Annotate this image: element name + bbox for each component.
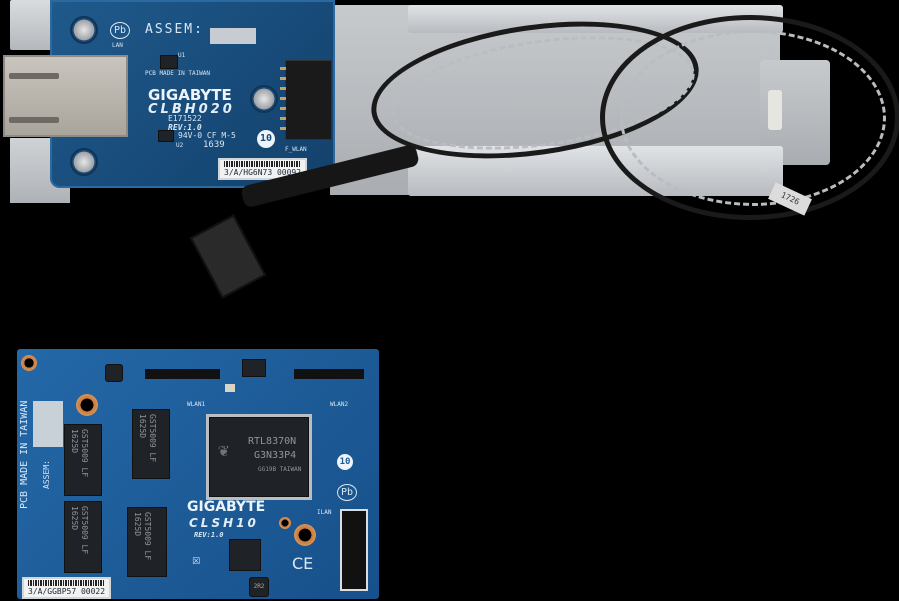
cable-tie — [768, 90, 782, 130]
u1-label: U1 — [178, 52, 186, 59]
f-wlan-pin-header — [280, 60, 332, 140]
bottom-pcb-clsh10: PCB MADE IN TAIWAN ASSEM: WLAN1 WLAN2 IL… — [17, 349, 379, 599]
recycle-badge: 10 — [257, 130, 275, 148]
ilan-pin-header[interactable] — [340, 509, 368, 591]
inductor-l2: 2R2 — [249, 577, 269, 597]
barcode-label: 3/A/HG6N73 00092 — [218, 158, 308, 180]
weee-icon: ☒ — [192, 552, 201, 568]
barcode-label: 3/A/GGBP57 00022 — [22, 577, 112, 599]
pb-free-mark: Pb — [337, 484, 358, 501]
brand-logo: GIGABYTE — [148, 86, 232, 104]
flammability-rating: 94V-0 CF M-5 — [178, 131, 236, 140]
model-name: CLBH020 — [148, 102, 235, 117]
chip-line2: G3N33P4 — [254, 450, 297, 461]
brand-logo: GIGABYTE — [187, 499, 266, 515]
model-name: CLSH10 — [189, 516, 259, 530]
transformer-u3: GST5009 LF 1625D — [64, 424, 102, 496]
chip-u1 — [242, 359, 266, 377]
switch-chip-rtl8370n: ❦ RTL8370N G3N33P4 GG19B TAIWAN — [209, 417, 309, 497]
realtek-logo: ❦ — [218, 440, 229, 461]
chip-u5 — [229, 539, 261, 571]
mounting-hole — [21, 355, 37, 371]
assem-label: ASSEM: — [42, 460, 51, 489]
transformer-u8: GST5009 LF 1625D — [127, 507, 167, 577]
cable-tag-text: 1726 — [779, 190, 801, 207]
mounting-hole — [76, 394, 98, 416]
recycle-badge: 10 — [337, 454, 353, 470]
pcb-made-text: PCB MADE IN TAIWAN — [145, 70, 211, 77]
transformer-u9: GST5009 LF 1625D — [132, 409, 170, 479]
rj45-lan-port[interactable] — [3, 55, 128, 137]
cable-loop-right-twisted — [620, 30, 886, 206]
mounting-hole — [294, 524, 316, 546]
wlan2-pin-header — [294, 369, 364, 379]
revision: REV:1.0 — [194, 531, 224, 539]
cable-connector[interactable] — [189, 214, 267, 299]
inductor-mark: 2R2 — [253, 583, 265, 590]
date-code: 1639 — [203, 140, 225, 150]
u2-label: U2 — [176, 142, 184, 149]
f-wlan-label: F_WLAN — [285, 146, 307, 153]
barcode-text: 3/A/HG6N73 00092 — [224, 168, 302, 177]
inductor-l3 — [105, 364, 123, 382]
assem-sticker — [210, 28, 256, 44]
assem-label: ASSEM: — [145, 22, 204, 37]
pb-free-mark: Pb — [110, 22, 131, 39]
wlan1-label: WLAN1 — [187, 401, 206, 408]
chip-u1 — [160, 55, 178, 69]
screw-icon — [70, 148, 98, 176]
screw-icon — [70, 16, 98, 44]
transformer-u11: GST5009 LF 1625D — [64, 501, 102, 573]
cable-loop-right — [600, 15, 899, 220]
cert-number: E171522 — [168, 114, 202, 123]
lan-label: LAN — [112, 42, 123, 49]
revision: REV:1.0 — [168, 123, 202, 132]
wlan2-label: WLAN2 — [330, 401, 349, 408]
pcb-made-text: PCB MADE IN TAIWAN — [19, 400, 30, 509]
chip-u2 — [158, 130, 174, 142]
ilan-label: ILAN — [317, 509, 332, 516]
crystal-xtal1 — [225, 384, 235, 392]
assem-sticker — [33, 401, 63, 447]
chip-line1: RTL8370N — [248, 436, 297, 447]
barcode-text: 3/A/GGBP57 00022 — [28, 587, 106, 596]
mounting-hole — [279, 517, 291, 529]
wlan1-pin-header — [145, 369, 220, 379]
ce-mark: CE — [292, 554, 314, 573]
screw-icon — [250, 85, 278, 113]
chip-line3: GG19B TAIWAN — [258, 466, 302, 473]
